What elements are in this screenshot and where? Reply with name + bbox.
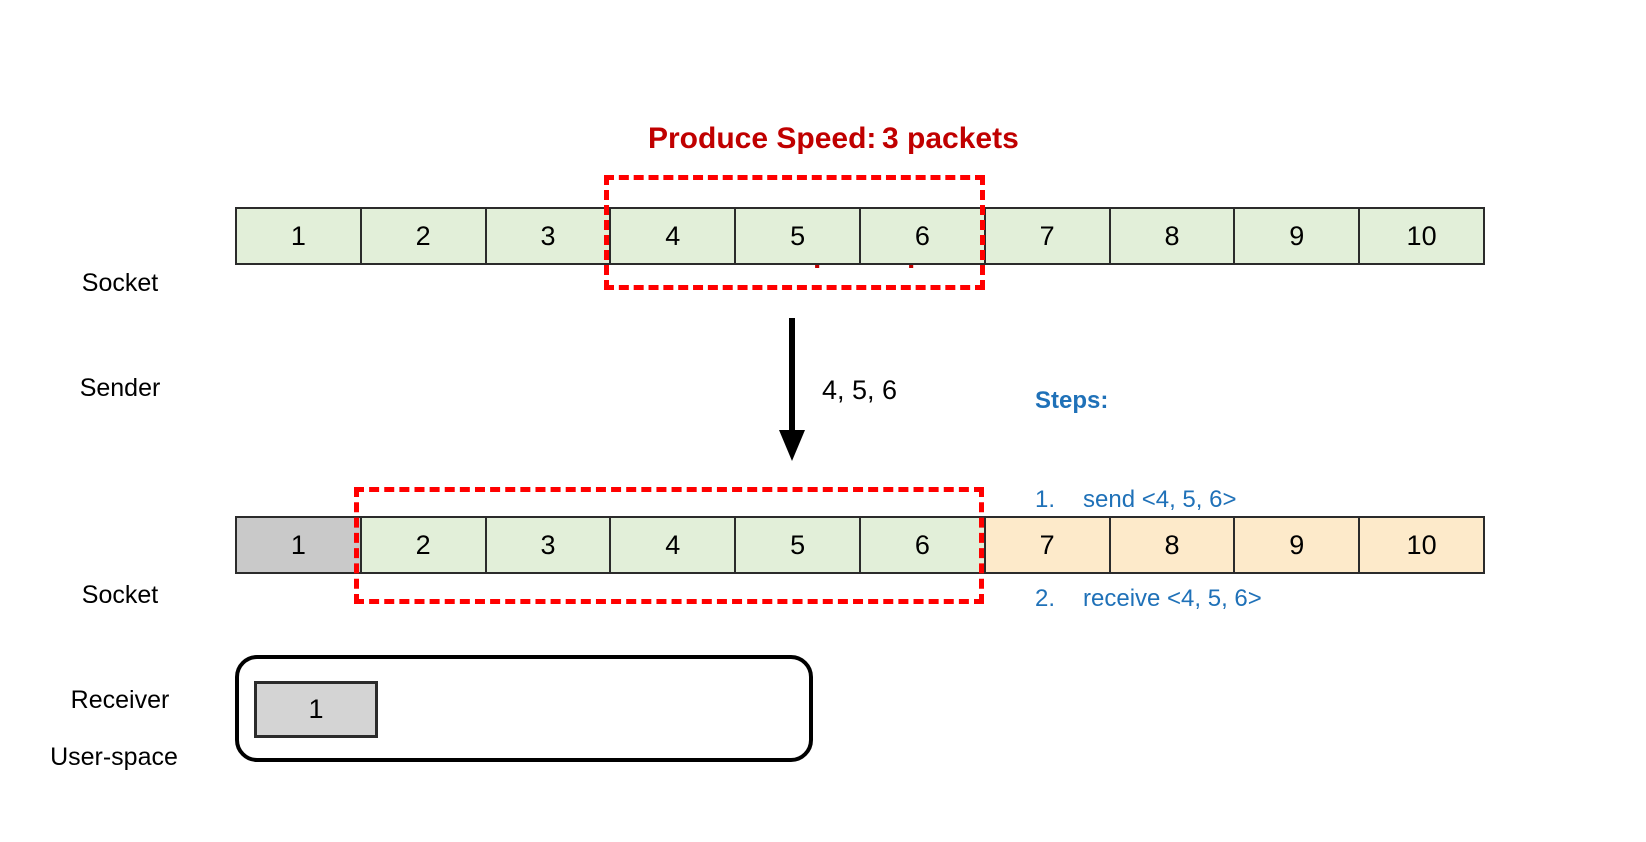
- socket-receiver-label-line1: Socket: [81, 581, 159, 609]
- sender-cell: 6: [860, 209, 986, 263]
- socket-sender-label-line1: Socket: [81, 269, 159, 297]
- sender-cell: 4: [611, 209, 737, 263]
- user-space-consumer-label-line1: User-space: [50, 743, 178, 771]
- socket-sender-buffer: 1 2 3 4 5 6 7 8 9 10: [235, 207, 1485, 265]
- step-text: send <4, 5, 6>: [1083, 486, 1237, 513]
- receiver-cell: 8: [1110, 518, 1236, 572]
- socket-receiver-label: Socket Receiver: [20, 508, 220, 788]
- step-text: receive <4, 5, 6>: [1083, 585, 1262, 612]
- sender-cell: 1: [237, 209, 362, 263]
- receiver-cell: 7: [985, 518, 1111, 572]
- sender-cell: 5: [736, 209, 861, 263]
- receiver-cell: 9: [1235, 518, 1361, 572]
- produce-speed-row: Produce Speed:3 packets: [648, 120, 1019, 158]
- speed-summary: Produce Speed:3 packets Consume Speed:1 …: [648, 44, 1019, 348]
- socket-sender-label: Socket Sender: [20, 196, 220, 476]
- produce-speed-label: Produce Speed:: [648, 122, 877, 155]
- user-space-consumer-label: User-space Consumer: [8, 670, 220, 842]
- transfer-arrow: [770, 318, 830, 463]
- receiver-cell: 4: [611, 518, 737, 572]
- transfer-arrow-label: 4, 5, 6: [822, 375, 898, 405]
- step-number: 1.: [1035, 486, 1056, 513]
- sender-cell: 8: [1110, 209, 1236, 263]
- sender-cell: 3: [486, 209, 612, 263]
- sender-cell: 10: [1360, 209, 1483, 263]
- sender-cell: 7: [985, 209, 1111, 263]
- receiver-cell: 5: [736, 518, 861, 572]
- sender-cell: 2: [361, 209, 487, 263]
- receiver-cell: 2: [361, 518, 487, 572]
- socket-receiver-label-line2: Receiver: [70, 686, 170, 714]
- receiver-cell: 6: [860, 518, 986, 572]
- sender-cell: 9: [1235, 209, 1361, 263]
- socket-sender-label-line2: Sender: [79, 374, 161, 402]
- receiver-cell: 10: [1360, 518, 1483, 572]
- consumer-packet-slot: 1: [254, 681, 378, 738]
- step-item: 2. receive <4, 5, 6>: [1035, 582, 1262, 615]
- step-number: 2.: [1035, 585, 1056, 612]
- steps-annotation: Steps: 1. send <4, 5, 6> 2. receive <4, 5,…: [1035, 318, 1262, 681]
- receiver-cell: 3: [486, 518, 612, 572]
- socket-receiver-buffer: 1 2 3 4 5 6 7 8 9 10: [235, 516, 1485, 574]
- receiver-cell: 1: [237, 518, 362, 572]
- steps-title: Steps:: [1035, 387, 1109, 414]
- produce-speed-value: 3 packets: [882, 122, 1019, 155]
- step-item: 1. send <4, 5, 6>: [1035, 483, 1262, 516]
